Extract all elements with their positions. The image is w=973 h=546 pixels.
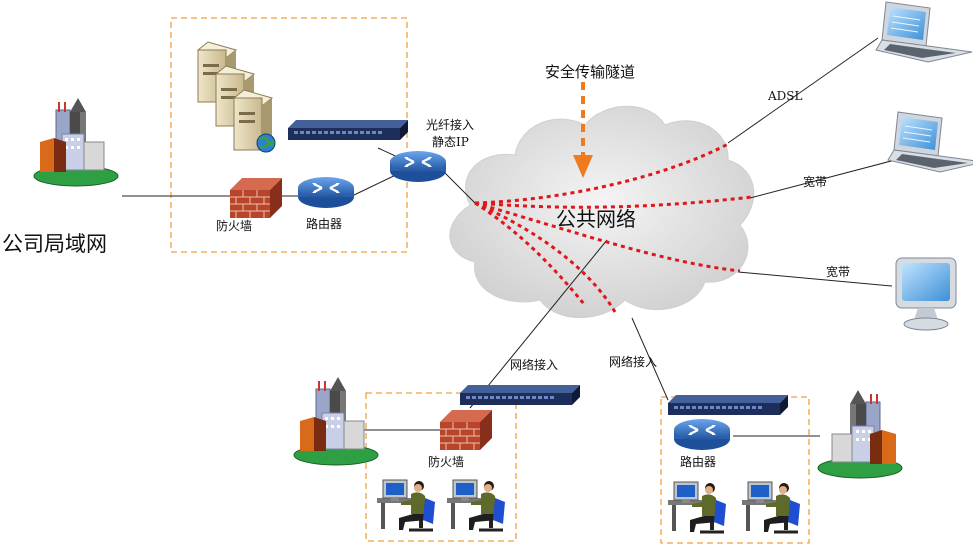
arrow-down-icon [573,82,593,178]
public-network-label: 公共网络 [556,207,636,231]
workstation-icon [445,478,507,532]
router-icon-branch-right [672,417,732,452]
building-icon-branch-left [293,376,379,466]
workstation-icon [666,480,728,534]
router-label-branch: 路由器 [680,454,716,469]
branch-left-group-box [365,392,517,542]
hq-group-box [170,17,408,253]
workstation-icon [740,480,802,534]
monitor-icon [895,257,957,331]
router-label: 路由器 [306,216,342,231]
net-access-label-left: 网络接入 [510,357,558,372]
company-lan-label: 公司局域网 [2,232,107,256]
edge-router-icon [388,149,448,184]
adsl-label: ADSL [767,89,803,103]
switch-icon-branch-left [460,385,580,405]
switch-icon-branch-right [668,395,788,415]
router-icon [296,175,356,210]
laptop-icon [875,1,973,63]
network-links [122,37,896,437]
laptop-icon [887,111,973,173]
building-icon-branch-right [817,389,903,479]
firewall-label-branch: 防火墙 [428,454,464,469]
workstation-icon [375,478,437,532]
firewall-icon-branch-left [439,409,493,451]
globe-icon [256,133,276,153]
static-ip-label: 静态IP [432,135,469,149]
net-access-label-right: 网络接入 [609,354,657,369]
broadband-label-2: 宽带 [826,264,850,279]
cloud-icon [449,105,755,319]
firewall-label: 防火墙 [216,218,252,233]
broadband-label-1: 宽带 [803,174,827,189]
secure-tunnel-lines [474,141,753,313]
tunnel-label: 安全传输隧道 [545,63,635,81]
server-stack-icon [196,41,276,153]
firewall-icon [229,177,283,219]
fiber-access-label: 光纤接入 [426,117,474,132]
building-icon [33,97,119,187]
switch-icon [288,120,408,140]
